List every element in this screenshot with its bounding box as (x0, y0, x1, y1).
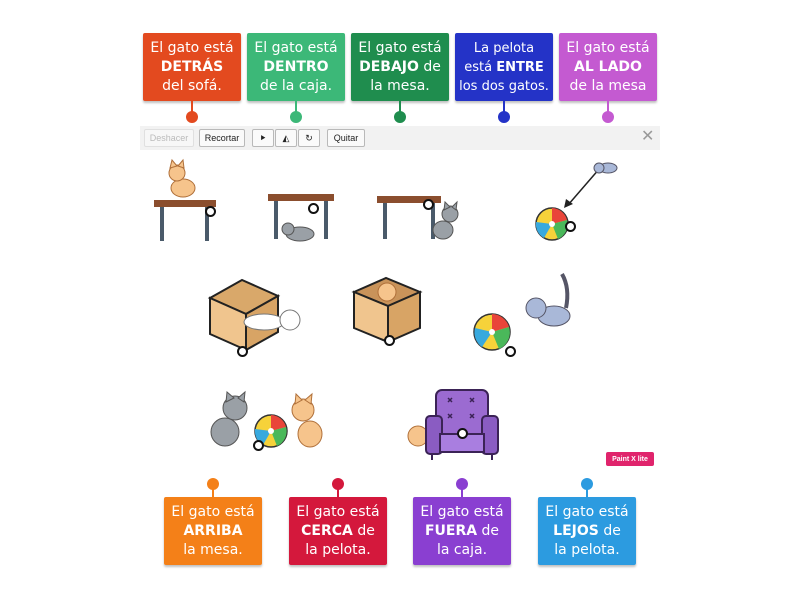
connector-dot[interactable] (394, 111, 406, 123)
connector-dot[interactable] (332, 478, 344, 490)
ball-far-cat-image (535, 162, 618, 241)
ball-icon (254, 414, 288, 448)
cat-icon (210, 390, 248, 447)
remove-button[interactable]: Quitar (327, 129, 365, 147)
label-text: La pelota (473, 40, 535, 56)
label-bold: CERCA de (301, 522, 375, 539)
label-al-lado[interactable]: El gato está AL LADO de la mesa (559, 33, 657, 101)
label-bold: LEJOS de (553, 522, 621, 539)
connector-dot[interactable] (456, 478, 468, 490)
label-text: de la caja. (259, 77, 333, 94)
box-cat-outside-image (207, 278, 301, 352)
label-bold: DENTRO (263, 58, 329, 75)
hotspot[interactable] (505, 346, 516, 357)
label-bold: DETRÁS (160, 58, 224, 75)
label-text: la pelota. (305, 541, 371, 558)
hotspot[interactable] (457, 428, 468, 439)
connector-dot[interactable] (186, 111, 198, 123)
label-arriba[interactable]: El gato está ARRIBA la mesa. (164, 497, 262, 565)
table-cat-beside-image (377, 196, 459, 240)
label-cerca[interactable]: El gato está CERCA de la pelota. (289, 497, 387, 565)
hotspot[interactable] (205, 206, 216, 217)
label-text: El gato está (420, 503, 504, 520)
label-fuera[interactable]: El gato está FUERA de la caja. (413, 497, 511, 565)
undo-button[interactable]: Deshacer (144, 129, 194, 147)
label-debajo[interactable]: El gato está DEBAJO de la mesa. (351, 33, 449, 101)
label-text: El gato está (296, 503, 380, 520)
connector-dot[interactable] (498, 111, 510, 123)
crop-button[interactable]: Recortar (199, 129, 245, 147)
hotspot[interactable] (384, 335, 395, 346)
cat-icon (168, 158, 196, 198)
rotate-button[interactable]: ↻ (298, 129, 320, 147)
sofa-icon (425, 389, 499, 460)
sofa-cat-behind-image (407, 389, 499, 460)
box-icon (351, 276, 423, 344)
hotspot[interactable] (253, 440, 264, 451)
label-text: El gato está (171, 503, 255, 520)
label-bold: FUERA de (424, 522, 500, 539)
label-bold: DEBAJO de (359, 58, 441, 75)
label-text: los dos gatos. (459, 78, 549, 94)
table-cat-under-image (268, 194, 334, 242)
cat-icon (291, 392, 323, 448)
label-bold: AL LADO (574, 58, 642, 75)
paint-x-lite-badge[interactable]: Paint X lite (606, 452, 654, 466)
label-text: la mesa. (370, 77, 430, 94)
label-text: El gato está (254, 39, 338, 56)
label-dentro[interactable]: El gato está DENTRO de la caja. (247, 33, 345, 101)
cat-icon (377, 282, 397, 302)
hotspot[interactable] (565, 221, 576, 232)
label-lejos[interactable]: El gato está LEJOS de la pelota. (538, 497, 636, 565)
close-icon[interactable]: ✕ (641, 128, 655, 145)
label-text: El gato está (150, 39, 234, 56)
ball-icon (535, 207, 569, 241)
cat-icon (281, 222, 315, 242)
label-text: El gato está (566, 39, 650, 56)
label-text: la mesa. (183, 541, 243, 558)
cat-icon (432, 200, 459, 240)
label-bold: ARRIBA (183, 522, 243, 539)
table-icon (154, 200, 216, 241)
ball-near-cat-image (473, 273, 571, 351)
table-cat-on-top-image (154, 158, 216, 241)
label-text: la caja. (436, 541, 488, 558)
label-text: El gato está (358, 39, 442, 56)
image-toolbar: Deshacer Recortar ⯈ ◭ ↻ Quitar (140, 126, 660, 150)
flip-horizontal-button[interactable]: ⯈ (252, 129, 274, 147)
label-bold: está ENTRE (464, 59, 544, 75)
connector-dot[interactable] (207, 478, 219, 490)
connector-dot[interactable] (290, 111, 302, 123)
cat-icon (243, 309, 301, 331)
hotspot[interactable] (423, 199, 434, 210)
ball-icon (473, 313, 511, 351)
label-text: de la mesa (569, 77, 647, 94)
label-text: El gato está (545, 503, 629, 520)
box-cat-inside-image (351, 276, 423, 344)
cat-icon (525, 273, 571, 327)
label-entre[interactable]: La pelota está ENTRE los dos gatos. (455, 33, 553, 101)
cat-icon (593, 162, 618, 174)
flip-vertical-button[interactable]: ◭ (275, 129, 297, 147)
label-detras[interactable]: El gato está DETRÁS del sofá. (143, 33, 241, 101)
hotspot[interactable] (237, 346, 248, 357)
ball-between-cats-image (210, 390, 323, 448)
connector-dot[interactable] (602, 111, 614, 123)
label-text: la pelota. (554, 541, 620, 558)
connector-dot[interactable] (581, 478, 593, 490)
label-text: del sofá. (162, 77, 222, 94)
hotspot[interactable] (308, 203, 319, 214)
